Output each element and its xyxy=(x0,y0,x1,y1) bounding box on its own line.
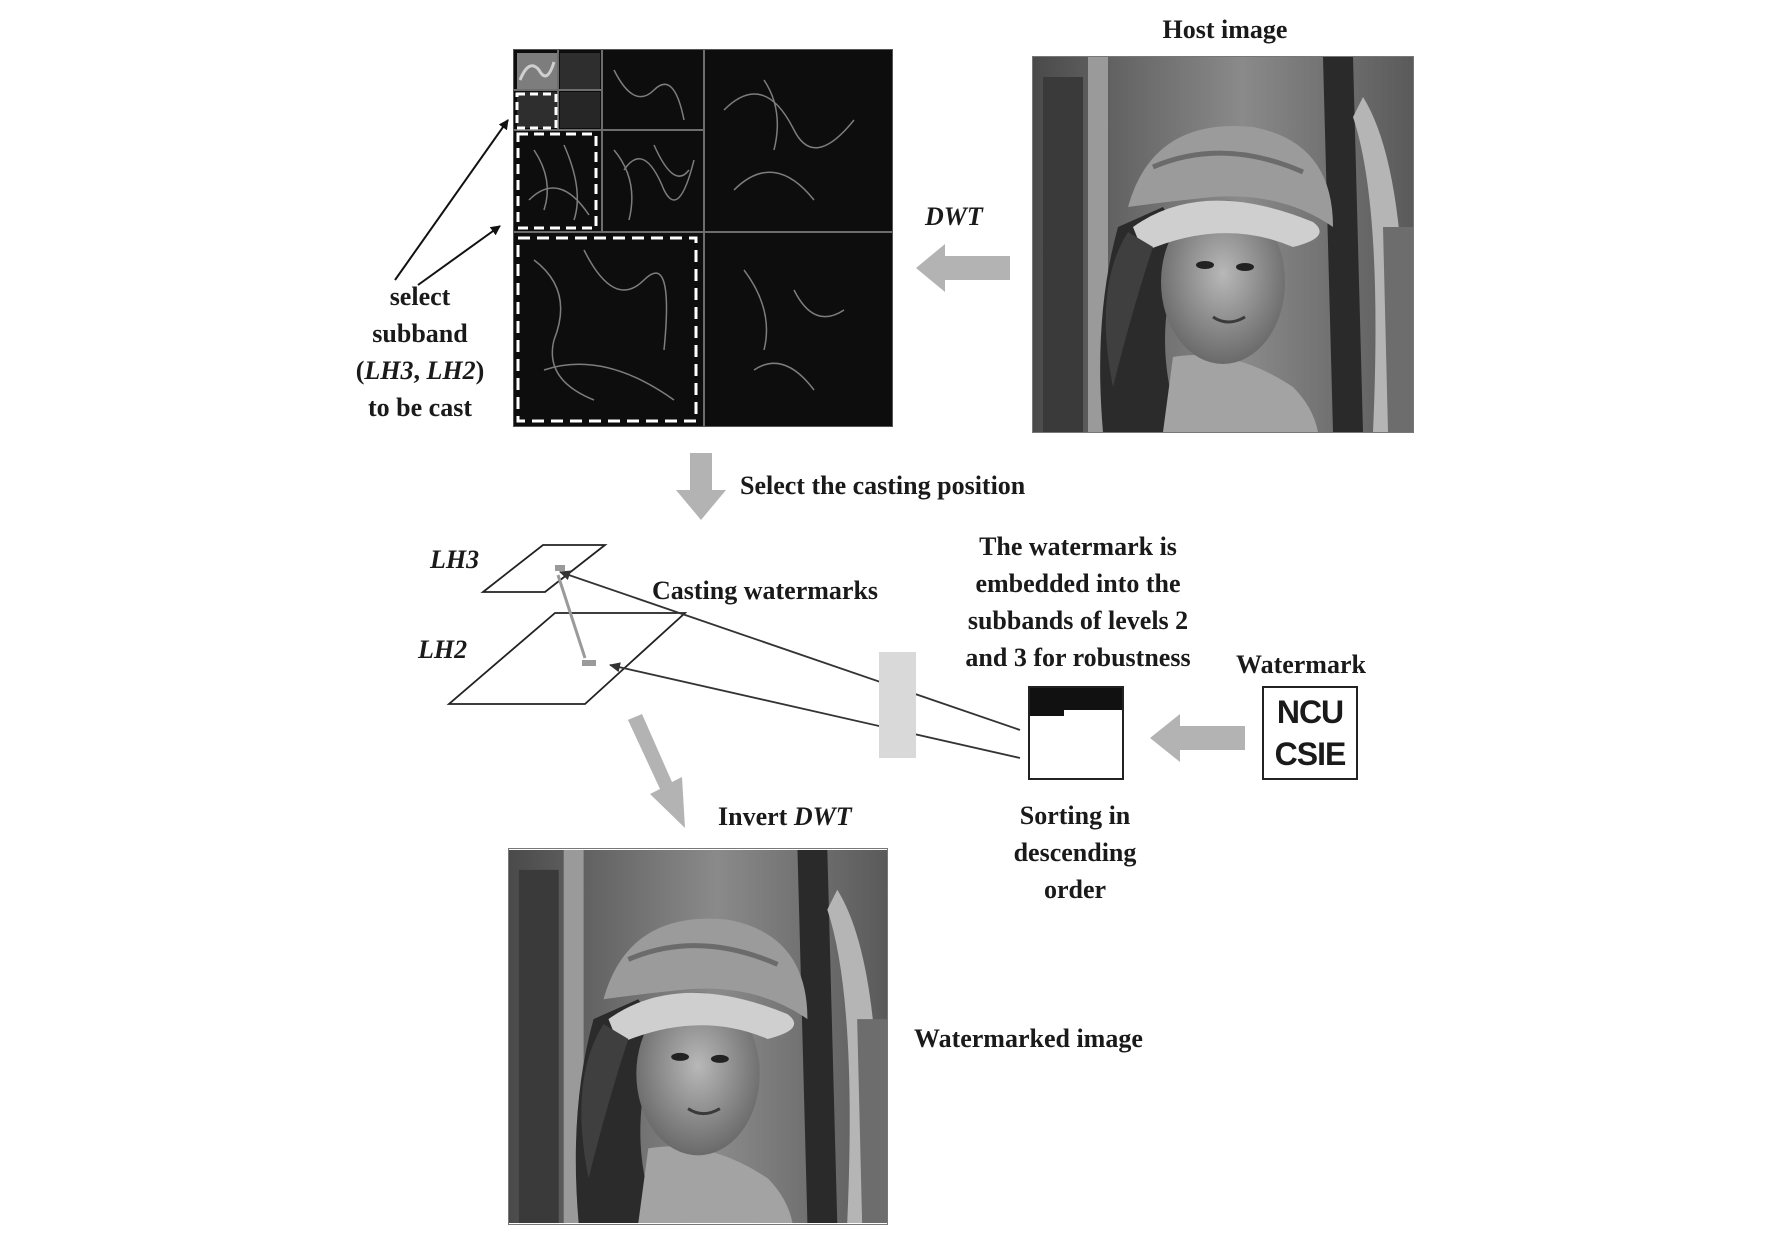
watermark-image: NCU CSIE xyxy=(1262,686,1358,780)
cast-line-lh2 xyxy=(609,662,1021,759)
select-line-2: subband xyxy=(372,319,468,348)
select-arrow-lh3 xyxy=(394,119,509,281)
invert-dwt-arrow xyxy=(623,714,685,828)
casting-watermarks-label: Casting watermarks xyxy=(652,576,879,605)
lh3-label: LH3 xyxy=(430,545,480,574)
embedded-note: The watermark is embedded into the subba… xyxy=(965,532,1191,672)
watermarked-image xyxy=(508,848,888,1225)
sorting-label: Sorting in descending order xyxy=(1013,801,1137,904)
select-arrow-lh2 xyxy=(417,225,501,286)
invert-dwt-label: Invert DWT xyxy=(718,802,852,831)
watermark-label: Watermark xyxy=(1236,650,1366,679)
host-image xyxy=(1032,56,1414,433)
casting-position-bar xyxy=(879,652,916,758)
watermarked-image-label: Watermarked image xyxy=(914,1024,1143,1053)
select-line-3: (LH3, LH2) xyxy=(355,356,485,385)
watermark-arrow xyxy=(1150,714,1245,762)
select-line-4: to be cast xyxy=(368,393,472,422)
select-position-label: Select the casting position xyxy=(740,471,1026,500)
dwt-decomposition-image xyxy=(513,49,893,427)
host-image-label: Host image xyxy=(1162,15,1288,44)
sorted-watermark xyxy=(1028,686,1124,780)
lh2-label: LH2 xyxy=(418,635,468,664)
dwt-label: DWT xyxy=(925,202,983,231)
select-subband-label: select subband (LH3, LH2) to be cast xyxy=(330,278,510,426)
select-line-1: select xyxy=(389,282,451,311)
select-position-arrow xyxy=(676,453,726,520)
lh2-plane xyxy=(446,612,688,705)
lh3-plane xyxy=(480,544,608,593)
dwt-arrow xyxy=(916,244,1010,292)
